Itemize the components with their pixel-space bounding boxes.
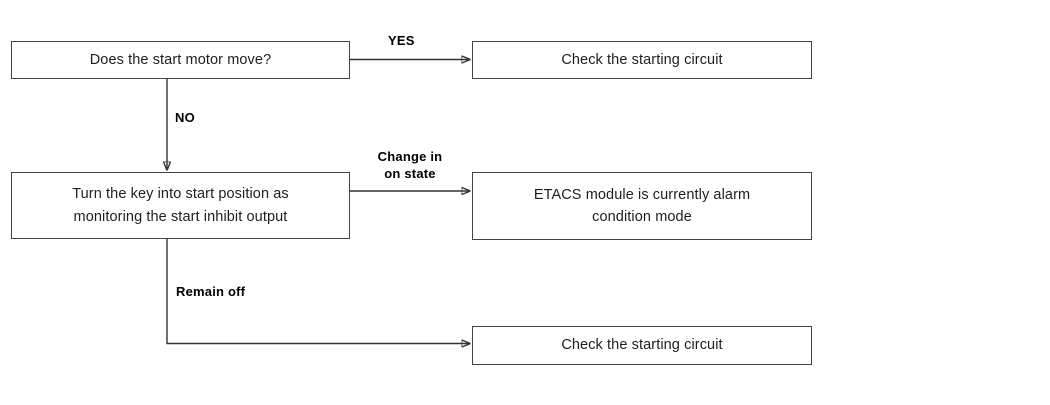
edge-label-yes: YES [388, 33, 415, 48]
node-result-check-circuit-bottom-label: Check the starting circuit [561, 337, 723, 354]
node-action-turn-key-label: Turn the key into start position as moni… [72, 186, 289, 225]
edge-label-no: NO [175, 110, 195, 125]
node-action-turn-key[interactable]: Turn the key into start position as moni… [11, 172, 350, 239]
edge-label-change-in-on-state: Change in on state [377, 149, 443, 181]
node-result-etacs-alarm[interactable]: ETACS module is currently alarm conditio… [472, 172, 812, 240]
node-decision-start-motor-label: Does the start motor move? [89, 51, 272, 68]
node-result-etacs-alarm-label: ETACS module is currently alarm conditio… [533, 186, 751, 225]
node-decision-start-motor[interactable]: Does the start motor move? [11, 41, 350, 79]
node-result-check-circuit-bottom[interactable]: Check the starting circuit [472, 326, 812, 365]
edge-label-remain-off: Remain off [176, 284, 246, 299]
node-result-check-circuit-top-label: Check the starting circuit [561, 51, 723, 68]
node-result-check-circuit-top[interactable]: Check the starting circuit [472, 41, 812, 79]
